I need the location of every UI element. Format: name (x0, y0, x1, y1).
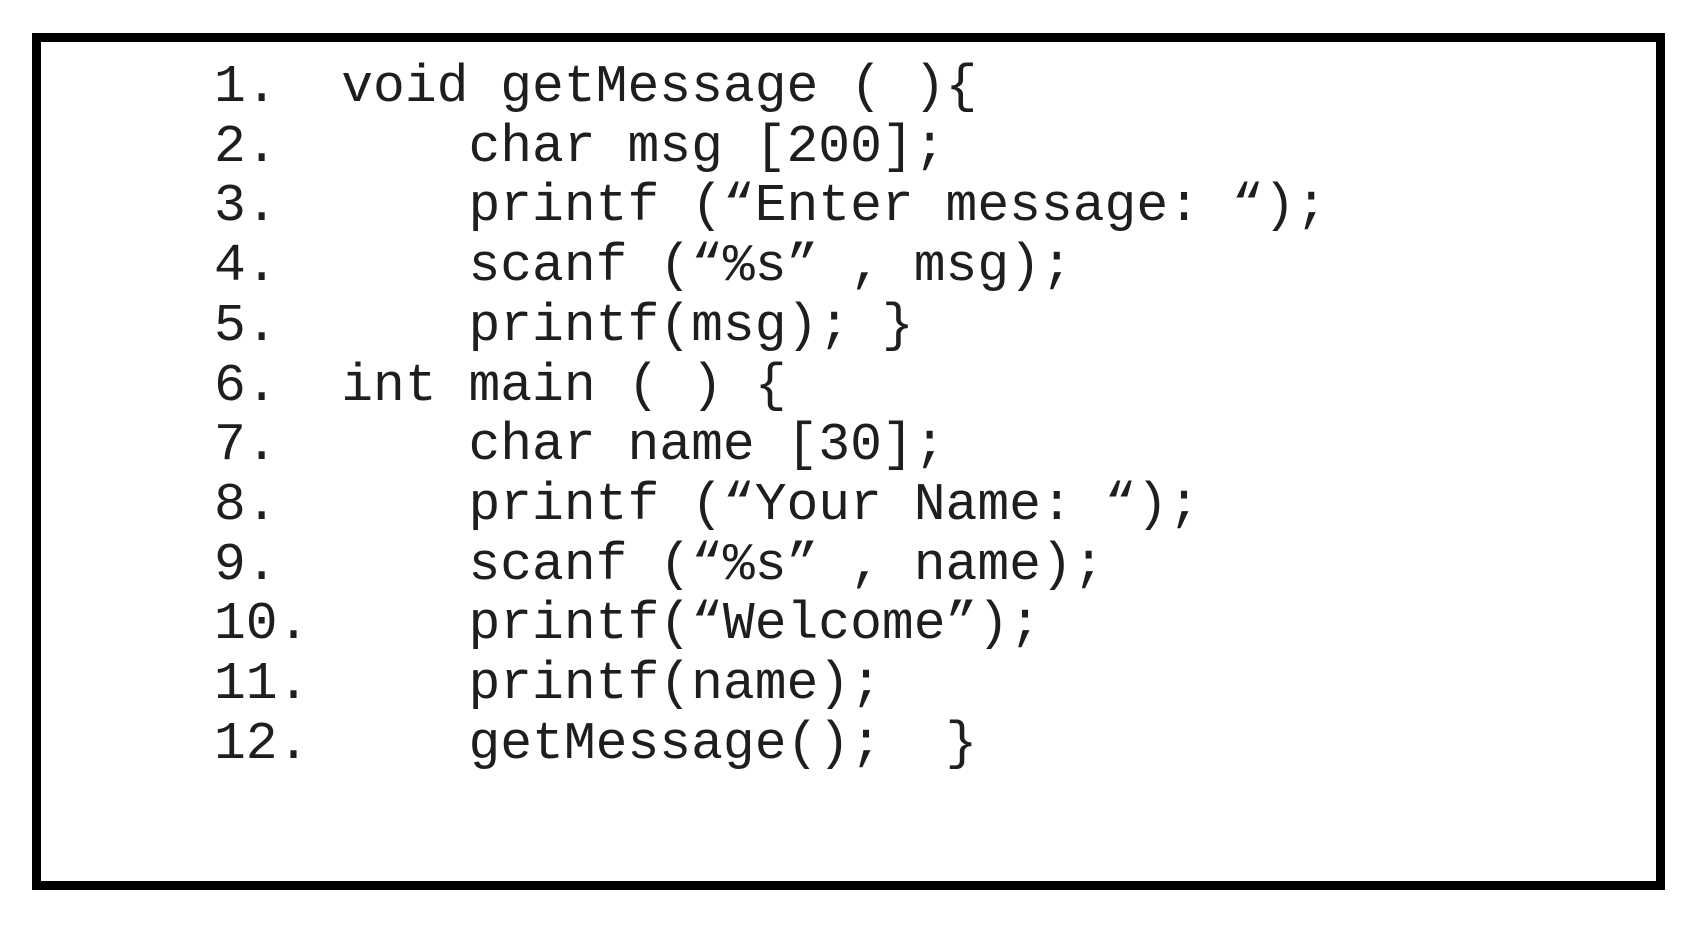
code-line: 12. getMessage(); } (214, 713, 978, 774)
code-line: 6. int main ( ) { (214, 355, 787, 416)
code-frame: 1. void getMessage ( ){2. char msg [200]… (32, 33, 1665, 890)
code-line: 9. scanf (“%s” , name); (214, 534, 1105, 595)
code-line: 1. void getMessage ( ){ (214, 57, 978, 117)
code-line: 3. printf (“Enter message: “); (214, 176, 1328, 237)
code-line: 7. char name [30]; (214, 415, 946, 476)
code-line: 2. char msg [200]; (214, 116, 946, 177)
code-line: 5. printf(msg); } (214, 295, 914, 356)
code-line: 4. scanf (“%s” , msg); (214, 236, 1073, 297)
code-line: 10. printf(“Welcome”); (214, 594, 1041, 655)
code-listing: 1. void getMessage ( ){2. char msg [200]… (214, 57, 1328, 774)
code-line: 11. printf(name); (214, 654, 882, 715)
code-line: 8. printf (“Your Name: “); (214, 474, 1200, 535)
